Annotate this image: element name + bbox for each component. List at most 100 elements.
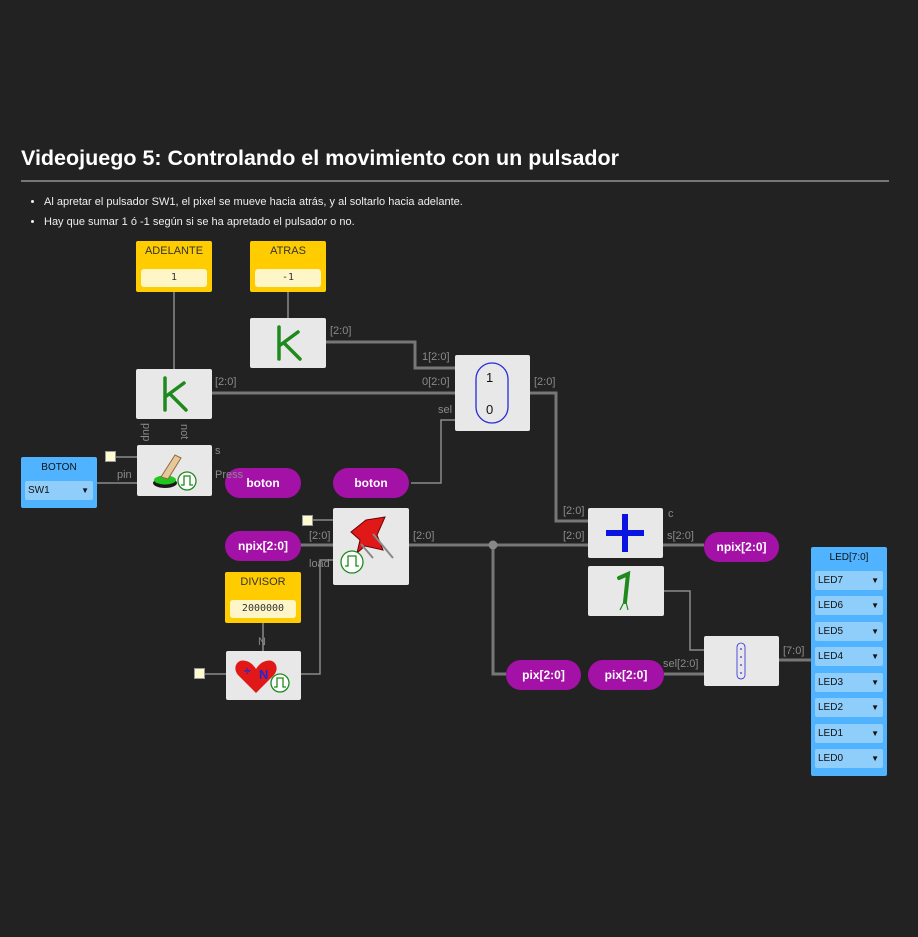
wire-tag-npix-in[interactable]: npix[2:0] xyxy=(225,531,301,561)
port-label: s[2:0] xyxy=(667,530,694,542)
constant-atras-title: ATRAS xyxy=(270,245,306,257)
constant-one-block[interactable] xyxy=(588,566,664,616)
port-label: s xyxy=(215,445,221,457)
k-icon xyxy=(163,376,188,412)
plus-icon xyxy=(606,514,644,552)
chevron-down-icon: ▼ xyxy=(871,703,879,712)
led-select-value: LED6 xyxy=(818,600,844,611)
heart-divider-icon: N ÷ xyxy=(235,660,290,693)
led-select[interactable]: LED6 ▼ xyxy=(815,596,883,615)
port-label: N xyxy=(258,636,266,648)
wire-atras-k-mux xyxy=(326,340,455,370)
pushbutton-icon xyxy=(153,454,197,491)
svg-text:÷: ÷ xyxy=(244,664,251,678)
page-title: Videojuego 5: Controlando el movimiento … xyxy=(21,146,620,170)
decoder-block[interactable] xyxy=(704,636,779,686)
chevron-down-icon: ▼ xyxy=(871,652,879,661)
input-boton-select[interactable]: SW1 ▼ xyxy=(25,481,93,500)
number-one-icon xyxy=(617,570,631,611)
led-select[interactable]: LED1 ▼ xyxy=(815,724,883,743)
clock-input-icon xyxy=(105,451,116,462)
led-select-value: LED1 xyxy=(818,728,844,739)
description-item: Hay que sumar 1 ó -1 según si se ha apre… xyxy=(44,215,463,235)
register-icon xyxy=(340,516,394,574)
wire-tag-boton-in[interactable]: boton xyxy=(333,468,409,498)
port-label: 0[2:0] xyxy=(422,376,450,388)
wire-prescaler-load xyxy=(301,559,333,675)
port-label: sel[2:0] xyxy=(663,658,699,670)
led-select[interactable]: LED7▼ xyxy=(815,571,883,590)
output-led[interactable]: LED[7:0] LED7▼ LED6▼ LED5▼ LED4▼ LED3▼ L… xyxy=(811,547,887,776)
port-label: load xyxy=(309,558,330,570)
constant-adelante-title: ADELANTE xyxy=(144,245,204,257)
svg-text:N: N xyxy=(259,667,268,682)
port-label: c xyxy=(668,508,674,520)
port-label: pup xyxy=(140,423,152,442)
title-divider xyxy=(21,180,889,182)
port-label: not xyxy=(178,424,190,440)
port-label: pin xyxy=(117,469,132,481)
clock-input-icon xyxy=(302,515,313,526)
constant-atras-value[interactable]: -1 xyxy=(255,269,321,287)
wire-sel xyxy=(411,419,455,484)
description-list: Al apretar el pulsador SW1, el pixel se … xyxy=(26,195,463,235)
input-boton-selected: SW1 xyxy=(28,485,50,496)
led-select-value: LED7 xyxy=(818,575,844,586)
chevron-down-icon: ▼ xyxy=(81,486,89,495)
chevron-down-icon: ▼ xyxy=(871,601,879,610)
constant-adelante-value[interactable]: 1 xyxy=(141,269,207,287)
multiplexer-icon xyxy=(475,362,509,424)
constant-divisor-title: DIVISOR xyxy=(240,576,286,588)
chevron-down-icon: ▼ xyxy=(871,627,879,636)
multiplexer-block[interactable]: 1 0 xyxy=(455,355,530,431)
led-select-value: LED0 xyxy=(818,753,844,764)
constant-k-block[interactable] xyxy=(250,318,326,368)
pushbutton-block[interactable] xyxy=(137,445,212,496)
decoder-icon xyxy=(736,642,746,680)
adder-block[interactable] xyxy=(588,508,663,558)
led-select-value: LED4 xyxy=(818,651,844,662)
description-item: Al apretar el pulsador SW1, el pixel se … xyxy=(44,195,463,215)
port-label: [2:0] xyxy=(215,376,237,388)
port-label: 1[2:0] xyxy=(422,351,450,363)
port-label: [2:0] xyxy=(534,376,556,388)
input-boton-title: BOTON xyxy=(41,462,77,473)
constant-adelante[interactable]: ADELANTE 1 xyxy=(136,241,212,292)
led-select[interactable]: LED0 ▼ xyxy=(815,749,883,768)
wire-led-feedback xyxy=(664,590,704,651)
constant-divisor[interactable]: DIVISOR 2000000 xyxy=(225,572,301,623)
constant-divisor-value[interactable]: 2000000 xyxy=(230,600,296,618)
led-select-value: LED5 xyxy=(818,626,844,637)
wire-mux-adder xyxy=(530,391,588,523)
port-label: sel xyxy=(438,404,453,416)
led-select-value: LED3 xyxy=(818,677,844,688)
chevron-down-icon: ▼ xyxy=(871,754,879,763)
led-select[interactable]: LED3 ▼ xyxy=(815,673,883,692)
mux-input-1-label: 1 xyxy=(486,370,494,385)
led-select-value: LED2 xyxy=(818,702,844,713)
port-label: [2:0] xyxy=(330,325,352,337)
output-led-title: LED[7:0] xyxy=(829,552,869,563)
wire-register-pix xyxy=(491,545,506,676)
port-label: Press xyxy=(215,469,244,481)
register-block[interactable] xyxy=(333,508,409,585)
constant-atras[interactable]: ATRAS -1 xyxy=(250,241,326,292)
clock-input-icon xyxy=(194,668,205,679)
chevron-down-icon: ▼ xyxy=(871,729,879,738)
constant-k-block[interactable] xyxy=(136,369,212,419)
prescaler-block[interactable]: N ÷ xyxy=(226,651,301,700)
wire-tag-boton-out[interactable]: boton xyxy=(225,468,301,498)
led-select[interactable]: LED2 ▼ xyxy=(815,698,883,717)
wire-tag-npix-out[interactable]: npix[2:0] xyxy=(704,532,779,562)
wire-junction xyxy=(488,540,498,550)
wire-tag-pix-out[interactable]: pix[2:0] xyxy=(506,660,581,690)
led-select[interactable]: LED5 ▼ xyxy=(815,622,883,641)
port-label: [2:0] xyxy=(413,530,435,542)
chevron-down-icon: ▼ xyxy=(871,678,879,687)
wire-tag-pix-in[interactable]: pix[2:0] xyxy=(588,660,664,690)
input-boton[interactable]: BOTON SW1 ▼ xyxy=(21,457,97,508)
port-label: [2:0] xyxy=(563,530,585,542)
k-icon xyxy=(277,325,302,361)
led-select[interactable]: LED4 ▼ xyxy=(815,647,883,666)
